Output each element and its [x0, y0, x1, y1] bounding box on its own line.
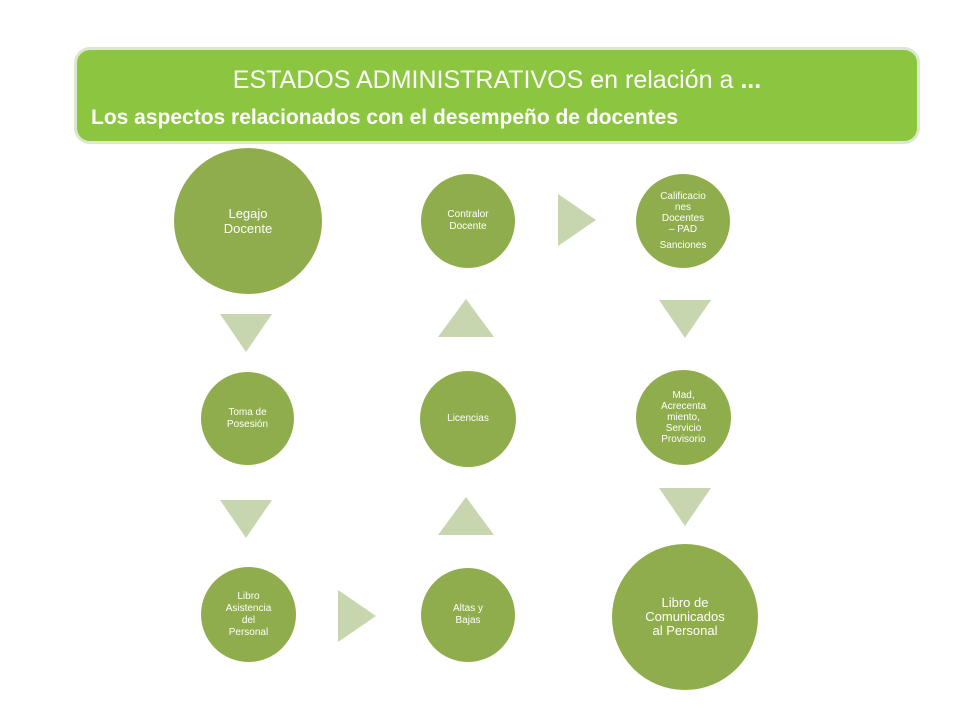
node-contralor-docente: Contralor Docente — [421, 174, 515, 268]
banner-title-text: ESTADOS ADMINISTRATIVOS en relación a — [232, 66, 734, 94]
node-libro-asistencia: Libro Asistencia del Personal — [201, 567, 296, 662]
node-libro-asistencia-label: Libro Asistencia del Personal — [225, 590, 272, 638]
node-sanciones-label: Sanciones — [659, 240, 707, 251]
node-altas-bajas-label: Altas y Bajas — [452, 603, 483, 626]
node-mad-label: Mad, Acrecenta miento, Servicio Provisor… — [660, 390, 707, 445]
node-toma-posesion-label: Toma de Posesión — [226, 406, 269, 430]
arrow-down-1 — [220, 314, 272, 352]
arrow-down-3 — [659, 300, 711, 338]
node-legajo-docente-label: Legajo Docente — [223, 206, 273, 236]
node-libro-comunicados: Libro de Comunicados al Personal — [612, 544, 758, 690]
arrow-down-4 — [659, 488, 711, 526]
node-calificaciones: Calificacio nes Docentes – PAD Sanciones — [636, 174, 730, 268]
node-mad: Mad, Acrecenta miento, Servicio Provisor… — [636, 370, 731, 465]
arrow-right-2 — [558, 194, 596, 246]
banner-subtitle: Los aspectos relacionados con el desempe… — [91, 106, 679, 129]
arrow-up-2 — [438, 299, 494, 337]
banner-title-ellipsis: ... — [740, 66, 762, 94]
node-licencias: Licencias — [420, 371, 516, 467]
node-toma-posesion: Toma de Posesión — [201, 372, 294, 465]
banner-title: ESTADOS ADMINISTRATIVOS en relación a ..… — [77, 66, 917, 94]
node-altas-bajas: Altas y Bajas — [421, 568, 515, 662]
node-contralor-docente-label: Contralor Docente — [447, 209, 489, 232]
arrow-right-1 — [338, 590, 376, 642]
title-banner: ESTADOS ADMINISTRATIVOS en relación a ..… — [74, 47, 920, 144]
node-licencias-label: Licencias — [447, 413, 489, 424]
node-legajo-docente: Legajo Docente — [174, 148, 322, 294]
node-libro-comunicados-label: Libro de Comunicados al Personal — [645, 595, 725, 638]
node-calificaciones-label: Calificacio nes Docentes – PAD — [660, 191, 706, 235]
arrow-down-2 — [220, 500, 272, 538]
arrow-up-1 — [438, 497, 494, 535]
